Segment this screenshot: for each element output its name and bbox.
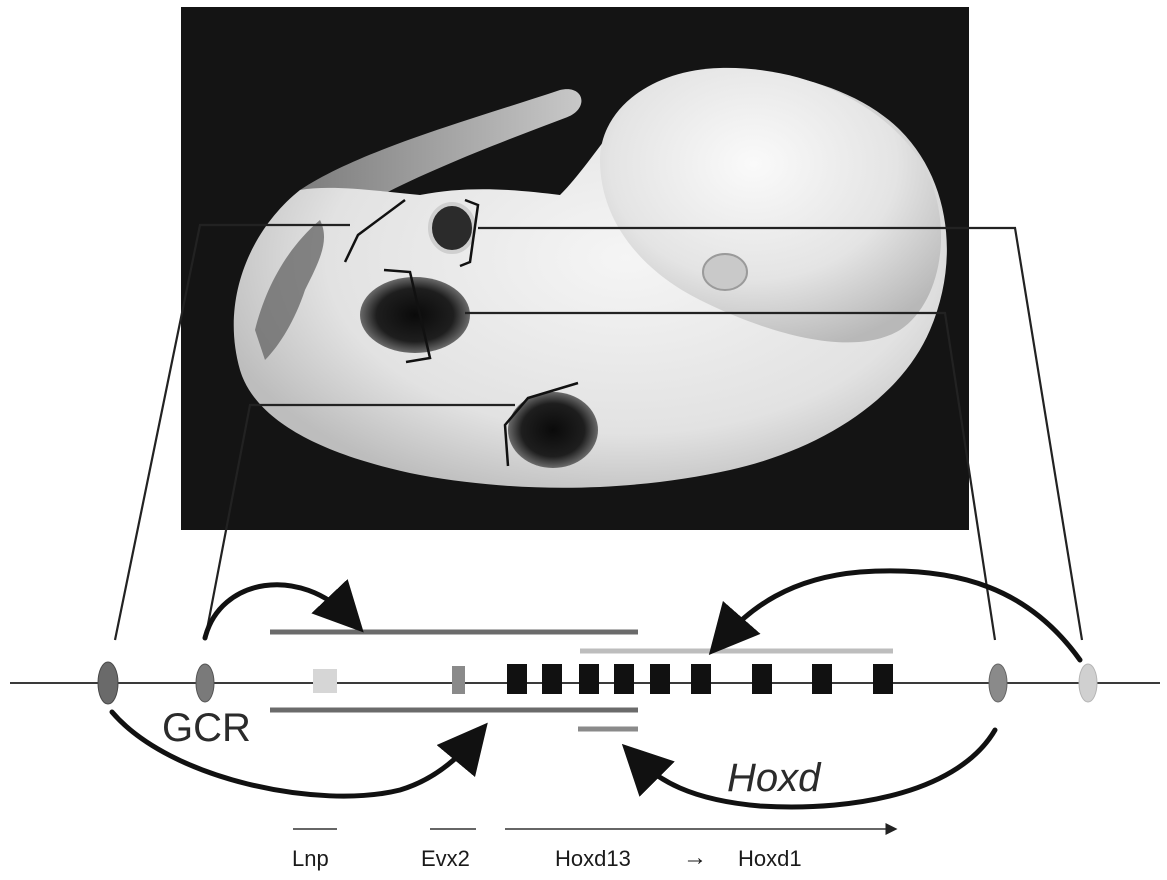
evx2-label: Evx2 xyxy=(421,846,470,871)
genital-expression xyxy=(508,392,598,468)
gene-locus: GCR Hoxd Lnp Evx2 Hoxd13 → Hoxd1 xyxy=(10,571,1160,871)
embryo-eye xyxy=(703,254,747,290)
lnp-label: Lnp xyxy=(292,846,329,871)
gene-box xyxy=(873,664,893,694)
hindlimb-small-expression xyxy=(430,204,474,252)
hoxd-gene-cluster xyxy=(507,664,893,694)
gene-box xyxy=(507,664,527,694)
lnp-gene-box xyxy=(313,669,337,693)
gene-box xyxy=(691,664,711,694)
hoxd1-label: Hoxd1 xyxy=(738,846,802,871)
embryo-photo xyxy=(181,7,969,530)
hoxd13-label: Hoxd13 xyxy=(555,846,631,871)
hoxd-label: Hoxd xyxy=(727,756,822,800)
enhancer-ellipse-gcr xyxy=(196,664,214,702)
gene-box xyxy=(614,664,634,694)
curved-regulation-arrow-right-top xyxy=(722,571,1080,660)
gcr-label: GCR xyxy=(162,706,251,750)
gene-box xyxy=(650,664,670,694)
gene-box xyxy=(752,664,772,694)
enhancer-ellipse-far-left xyxy=(98,662,118,704)
enhancer-ellipse-right xyxy=(989,664,1007,702)
enhancer-ellipse-far-right xyxy=(1079,664,1097,702)
evx2-gene-box xyxy=(452,666,465,694)
arrow-right-icon: → xyxy=(683,844,707,871)
gene-box xyxy=(812,664,832,694)
gene-box xyxy=(542,664,562,694)
gene-box xyxy=(579,664,599,694)
